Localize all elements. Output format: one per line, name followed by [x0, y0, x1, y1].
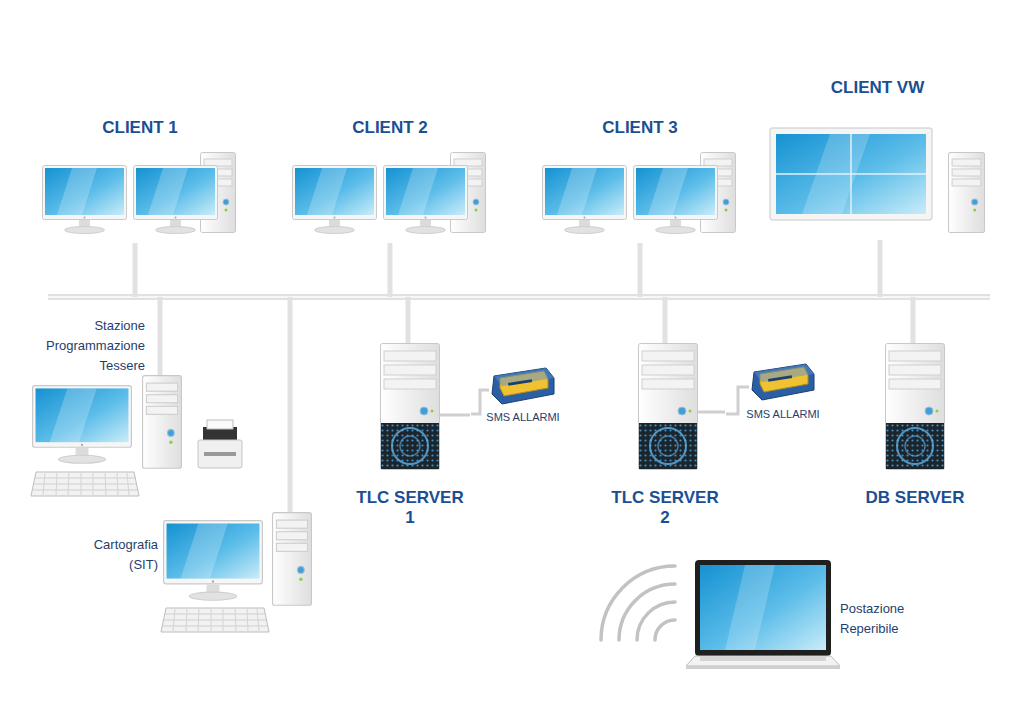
cable-connector — [471, 390, 489, 414]
video-wall-client: CLIENT VW — [765, 70, 991, 240]
node-label: DB SERVER — [850, 488, 980, 508]
card-station — [31, 376, 242, 496]
gis-station: Cartografia (SIT) — [70, 505, 320, 635]
tlc-server: TLC SERVER 1 — [350, 338, 471, 530]
node-label: Cartografia (SIT) — [70, 535, 158, 575]
client-workstations — [43, 128, 985, 234]
network-bus — [48, 240, 990, 513]
node-label: CLIENT VW — [765, 78, 990, 98]
card-station: Stazione Programmazione Tessere — [25, 312, 250, 502]
sms-modem: SMS ALLARMI — [746, 357, 821, 439]
node-label: TLC SERVER 2 — [605, 488, 725, 528]
node-label: Postazione Reperibile — [840, 599, 930, 639]
tlc-server: TLC SERVER 2 — [605, 338, 726, 530]
client-workstation: CLIENT 3 — [535, 110, 746, 240]
servers — [381, 344, 945, 470]
client-workstation: CLIENT 1 — [35, 110, 246, 240]
node-label: Stazione Programmazione Tessere — [25, 316, 145, 376]
node-label: TLC SERVER 1 — [350, 488, 470, 528]
node-label: SMS ALLARMI — [746, 407, 820, 421]
gis-station — [161, 513, 311, 632]
db-server: DB SERVER — [850, 338, 981, 510]
node-label: SMS ALLARMI — [486, 410, 560, 424]
laptop — [601, 560, 840, 669]
node-label: CLIENT 2 — [285, 118, 495, 138]
cable-connector — [726, 387, 749, 414]
node-label: CLIENT 1 — [35, 118, 245, 138]
node-label: CLIENT 3 — [535, 118, 745, 138]
sms-modem: SMS ALLARMI — [486, 360, 561, 442]
oncall-laptop: Postazione Reperibile — [595, 555, 935, 675]
client-workstation: CLIENT 2 — [285, 110, 496, 240]
